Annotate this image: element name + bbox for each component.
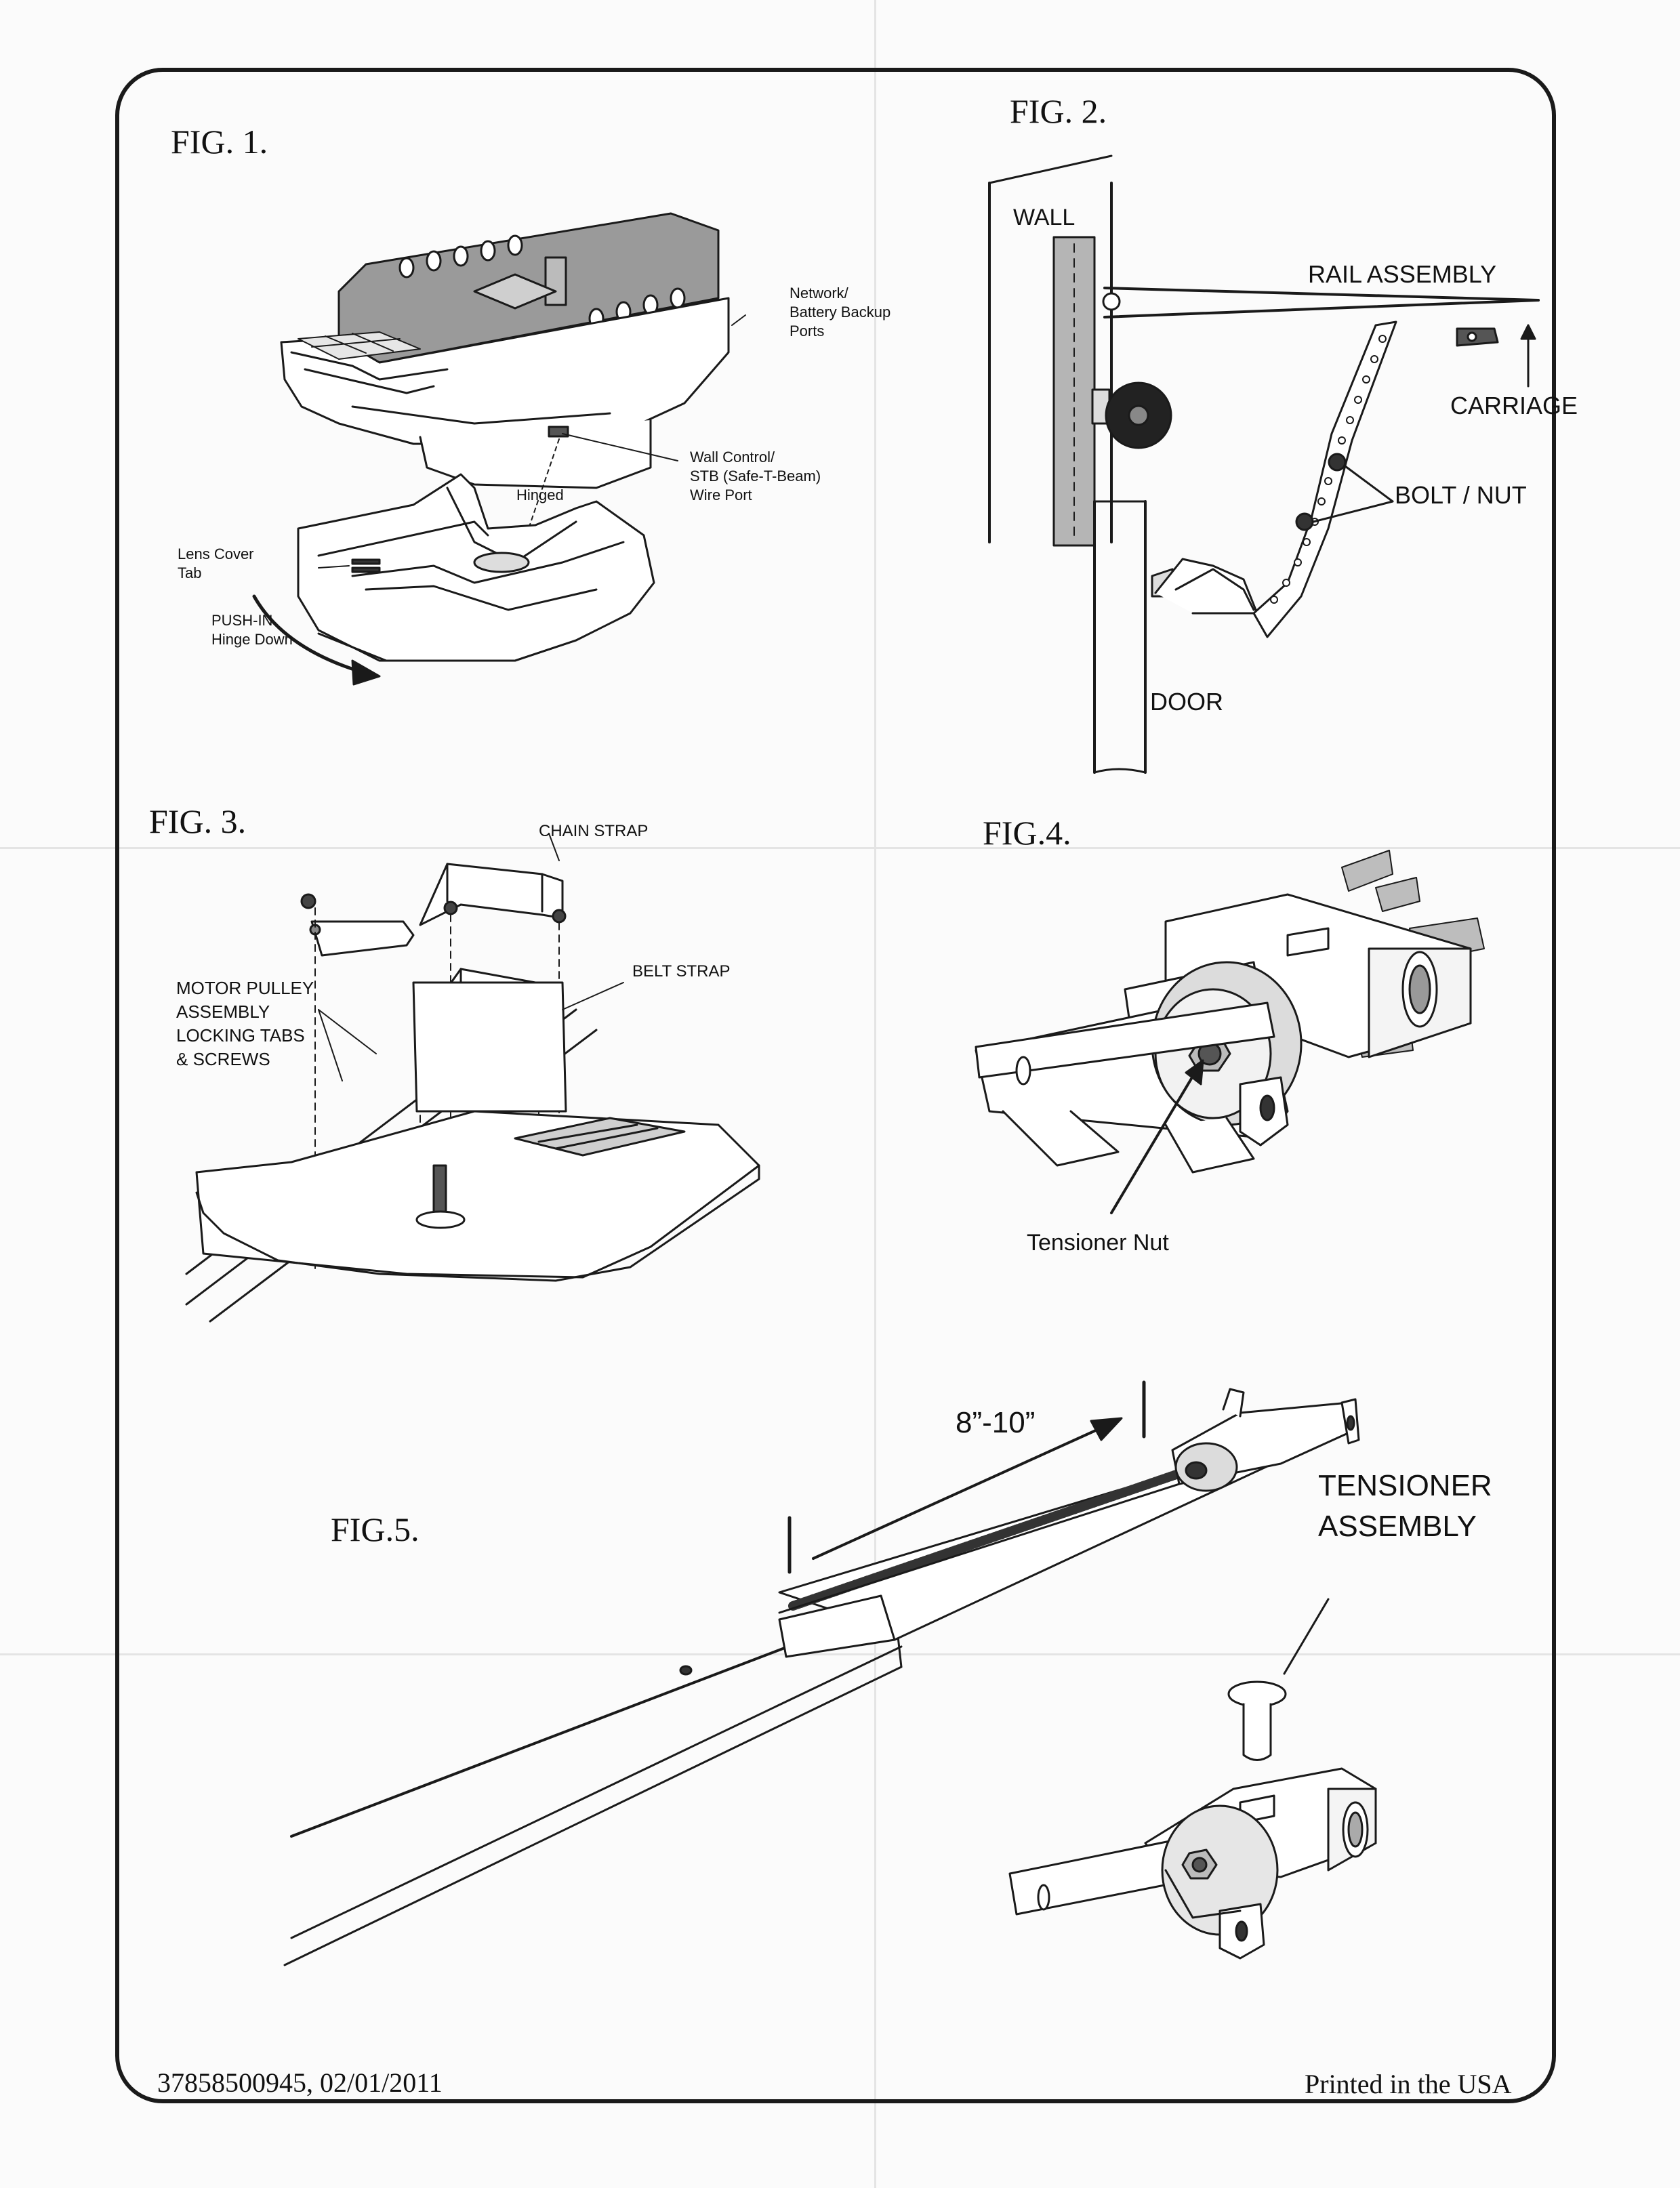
fig3-title: FIG. 3.: [149, 802, 247, 840]
printed-in-usa: Printed in the USA: [1305, 2069, 1512, 2099]
fig2-bolt-label: BOLT / NUT: [1395, 481, 1527, 509]
fig5-rail-illustration: [283, 1380, 1377, 1966]
fig2-wall-label: WALL: [1013, 205, 1075, 230]
fig3-motor-label-line3: LOCKING TABS: [176, 1025, 305, 1046]
fig1-push-label-line2: Hinge Down: [211, 631, 293, 648]
fig2-door-illustration: [988, 154, 1540, 774]
fig4-title: FIG.4.: [983, 814, 1071, 852]
fig5-tensioner-label-line2: ASSEMBLY: [1318, 1510, 1477, 1543]
fig1-push-label-line1: PUSH-IN: [211, 612, 273, 629]
document-code: 37858500945, 02/01/2011: [157, 2067, 443, 2098]
fig3-motor-label-line1: MOTOR PULLEY: [176, 978, 314, 998]
rounded-page-frame: [115, 68, 1556, 2103]
fig1-opener-illustration: [252, 212, 746, 686]
fig1-ports-label-line1: Network/: [790, 285, 848, 302]
fig3-motor-label-line2: ASSEMBLY: [176, 1002, 270, 1022]
fig3-chain-strap-label: CHAIN STRAP: [539, 822, 649, 840]
fig1-title: FIG. 1.: [171, 123, 268, 161]
fig1-hinged-label: Hinged: [516, 487, 564, 503]
fig1-lens-label-line2: Tab: [178, 564, 202, 581]
fig2-rail-label: RAIL ASSEMBLY: [1308, 260, 1497, 288]
fig5-tensioner-label-line1: TENSIONER: [1318, 1469, 1492, 1502]
paper-fold-horizontal: [0, 847, 1680, 849]
fig2-door-label: DOOR: [1150, 688, 1223, 716]
fig3-belt-strap-label: BELT STRAP: [632, 962, 731, 981]
fig4-tensioner-nut-label: Tensioner Nut: [1027, 1230, 1169, 1256]
fig1-wire-label-line3: Wire Port: [690, 487, 752, 503]
fig1-wire-label-line1: Wall Control/: [690, 449, 775, 466]
paper-fold-vertical: [874, 0, 876, 2188]
fig3-strap-illustration: [185, 833, 760, 1323]
fig4-tensioner-illustration: [975, 850, 1485, 1214]
fig1-ports-label-line2: Battery Backup: [790, 304, 891, 321]
fig2-title: FIG. 2.: [1010, 92, 1107, 130]
fig5-distance-label: 8”-10”: [956, 1406, 1036, 1439]
fig5-title: FIG.5.: [331, 1510, 419, 1548]
paper-fold-horizontal-lower: [0, 1653, 1680, 1655]
fig2-carriage-label: CARRIAGE: [1450, 392, 1578, 419]
fig1-ports-label-line3: Ports: [790, 323, 825, 339]
fig3-motor-label-line4: & SCREWS: [176, 1049, 270, 1069]
fig1-lens-label-line1: Lens Cover: [178, 545, 254, 562]
fig1-wire-label-line2: STB (Safe-T-Beam): [690, 468, 821, 484]
